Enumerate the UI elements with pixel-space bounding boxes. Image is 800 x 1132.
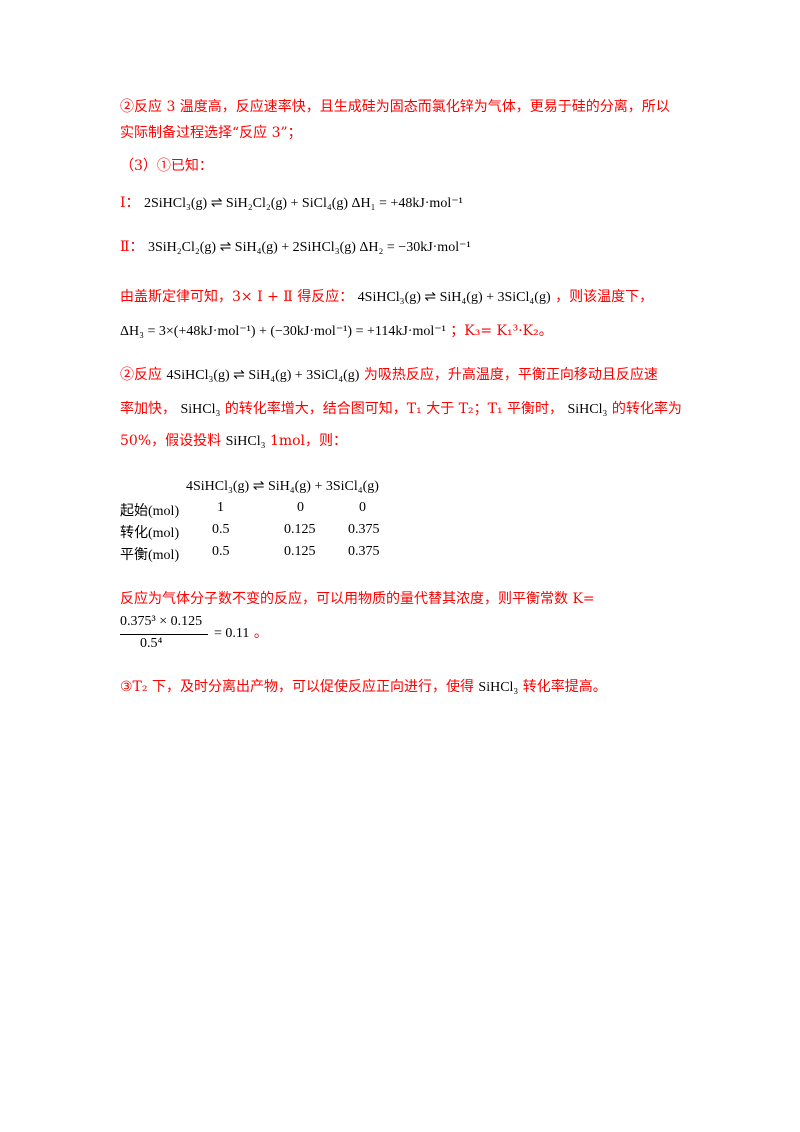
k-value-end: 。 <box>253 625 268 641</box>
fraction-bar <box>120 634 208 635</box>
equation-1-label: Ⅰ： <box>120 195 140 211</box>
table-cell: 0.5 <box>212 544 230 559</box>
sihcl3-formula-3: SiHCl₃ <box>225 434 266 449</box>
paragraph-assume-feed: 50%，假设投料 SiHCl₃ 1mol，则： <box>120 430 347 453</box>
paragraph-endothermic-2: 率加快， SiHCl₃ 的转化率增大，结合图可知，T₁ 大于 T₂；T₁ 平衡时… <box>120 398 682 421</box>
table-row-label: 平衡(mol) <box>120 548 180 563</box>
paragraph-assume-feed-a: 50%，假设投料 <box>120 433 222 449</box>
table-cell: 0.375 <box>348 522 380 537</box>
table-header-equation: 4SiHCl₃(g) ⇌ SiH₄(g) + 3SiCl₄(g) <box>186 479 379 494</box>
hess-law-text: 由盖斯定律可知，3× Ⅰ + Ⅱ 得反应： <box>120 289 354 305</box>
table-row-label: 起始(mol) <box>120 504 180 519</box>
table-cell: 0 <box>297 500 304 515</box>
sihcl3-formula-4: SiHCl₃ <box>478 680 519 695</box>
equation-2-body: 3SiH₂Cl₂(g) ⇌ SiH₄(g) + 2SiHCl₃(g) ΔH₂ =… <box>147 240 471 255</box>
paragraph-endothermic-1-c: 为吸热反应，升高温度，平衡正向移动且反应速 <box>363 367 658 383</box>
delta-h3-line: ΔH₃ = 3×(+48kJ·mol⁻¹) + (−30kJ·mol⁻¹) = … <box>120 320 553 343</box>
paragraph-reaction3-reason: ②反应 3 温度高，反应速率快，且生成硅为固态而氯化锌为气体，更易于硅的分离，所… <box>120 99 670 115</box>
combined-equation: 4SiHCl₃(g) ⇌ SiH₄(g) + 3SiCl₄(g) <box>357 290 551 305</box>
sihcl3-formula-2: SiHCl₃ <box>567 402 608 417</box>
table-cell: 0.125 <box>284 544 316 559</box>
paragraph-endothermic-2-e: 的转化率为 <box>611 401 682 417</box>
k-fraction-denominator: 0.5⁴ <box>140 636 163 651</box>
equation-2-label: Ⅱ： <box>120 239 144 255</box>
delta-h3-expression: ΔH₃ = 3×(+48kJ·mol⁻¹) + (−30kJ·mol⁻¹) = … <box>120 324 446 339</box>
paragraph-choose-reaction3: 实际制备过程选择“反应 3”； <box>120 125 302 141</box>
equation-2: Ⅱ： 3SiH₂Cl₂(g) ⇌ SiH₄(g) + 2SiHCl₃(g) ΔH… <box>120 236 471 259</box>
paragraph-t2-c: 转化率提高。 <box>522 679 607 695</box>
paragraph-assume-feed-c: 1mol，则： <box>269 433 348 449</box>
paragraph-t2-a: ③T₂ 下，及时分离出产物，可以促使反应正向进行，使得 <box>120 679 474 695</box>
section-3-known: （3）①已知： <box>120 158 213 174</box>
table-cell: 0.125 <box>284 522 316 537</box>
paragraph-endothermic-equation: 4SiHCl₃(g) ⇌ SiH₄(g) + 3SiCl₄(g) <box>166 368 360 383</box>
equation-1: Ⅰ： 2SiHCl₃(g) ⇌ SiH₂Cl₂(g) + SiCl₄(g) ΔH… <box>120 192 463 215</box>
table-cell: 1 <box>217 500 224 515</box>
paragraph-endothermic-2-a: 率加快， <box>120 401 176 417</box>
paragraph-t2-conclusion: ③T₂ 下，及时分离出产物，可以促使反应正向进行，使得 SiHCl₃ 转化率提高… <box>120 676 607 699</box>
table-row-label: 转化(mol) <box>120 526 180 541</box>
paragraph-equilibrium-constant: 反应为气体分子数不变的反应，可以用物质的量代替其浓度，则平衡常数 K= <box>120 591 595 607</box>
paragraph-endothermic-1-a: ②反应 <box>120 367 162 383</box>
paragraph-endothermic-2-c: 的转化率增大，结合图可知，T₁ 大于 T₂；T₁ 平衡时， <box>224 401 564 417</box>
table-cell: 0.375 <box>348 544 380 559</box>
equation-1-body: 2SiHCl₃(g) ⇌ SiH₂Cl₂(g) + SiCl₄(g) ΔH₁ =… <box>143 196 463 211</box>
k-fraction-numerator: 0.375³ × 0.125 <box>120 614 203 629</box>
table-cell: 0.5 <box>212 522 230 537</box>
k-value: = 0.11 <box>214 626 250 641</box>
sihcl3-formula: SiHCl₃ <box>180 402 221 417</box>
paragraph-endothermic-1: ②反应 4SiHCl₃(g) ⇌ SiH₄(g) + 3SiCl₄(g) 为吸热… <box>120 364 658 387</box>
hess-law-line: 由盖斯定律可知，3× Ⅰ + Ⅱ 得反应： 4SiHCl₃(g) ⇌ SiH₄(… <box>120 286 653 309</box>
table-cell: 0 <box>359 500 366 515</box>
hess-law-tail: ，则该温度下， <box>555 289 654 305</box>
k3-expression: ；K₃= K₁³·K₂。 <box>450 323 553 339</box>
k-value-line: = 0.11 。 <box>214 622 268 645</box>
